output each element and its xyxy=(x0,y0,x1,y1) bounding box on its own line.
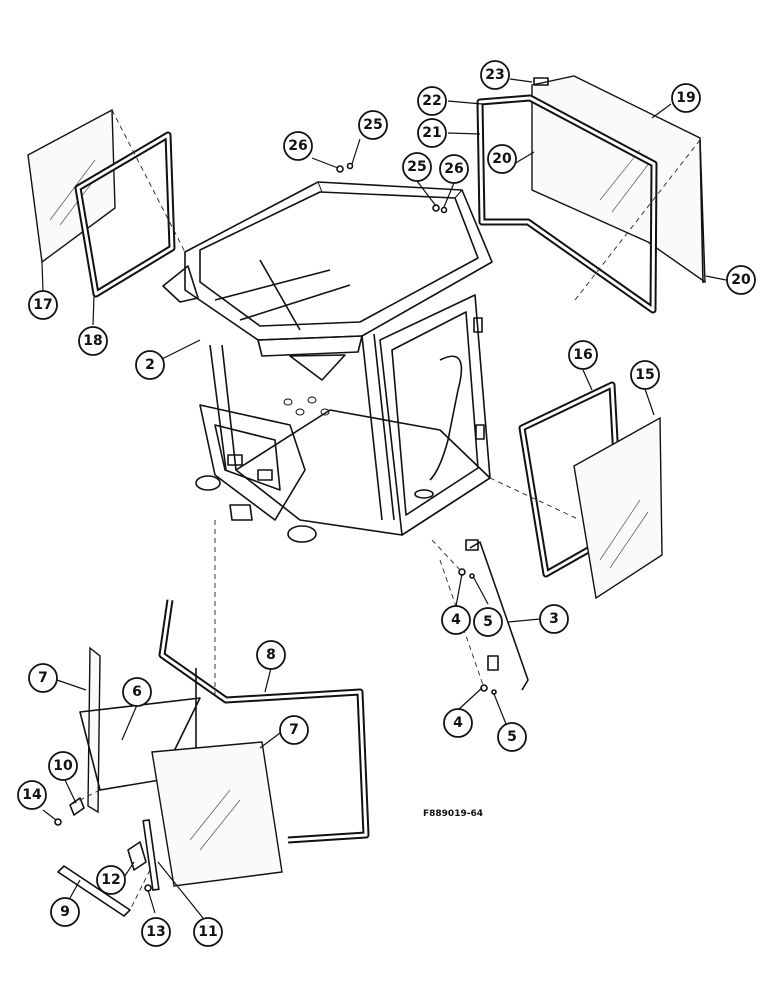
callout-15: 15 xyxy=(630,360,660,390)
callout-19: 19 xyxy=(671,83,701,113)
svg-text:5: 5 xyxy=(483,614,493,630)
callout-22: 22 xyxy=(417,86,447,116)
svg-text:10: 10 xyxy=(53,758,73,774)
callout-2: 2 xyxy=(135,350,165,380)
callout-5: 5 xyxy=(473,607,503,637)
rear-decal xyxy=(533,77,549,86)
callout-23: 23 xyxy=(480,60,510,90)
callout-26: 26 xyxy=(283,131,313,161)
svg-text:4: 4 xyxy=(451,612,461,628)
callout-10: 10 xyxy=(48,751,78,781)
roof-screw xyxy=(336,165,344,173)
left-window-glass xyxy=(27,108,116,264)
rear-screw xyxy=(432,204,440,212)
callout-5: 5 xyxy=(497,722,527,752)
rear-window-gasket xyxy=(476,94,658,314)
leader-lines xyxy=(41,78,727,919)
svg-text:11: 11 xyxy=(198,924,217,940)
svg-text:3: 3 xyxy=(549,611,559,627)
svg-text:12: 12 xyxy=(101,872,120,888)
callout-25: 25 xyxy=(358,110,388,140)
svg-text:4: 4 xyxy=(453,715,463,731)
right-window-glass xyxy=(573,416,663,600)
cab-frame xyxy=(162,181,493,543)
callout-17: 17 xyxy=(28,290,58,320)
rear-washer xyxy=(440,206,448,214)
svg-text:5: 5 xyxy=(507,729,517,745)
svg-text:8: 8 xyxy=(266,647,276,663)
svg-text:26: 26 xyxy=(288,138,307,154)
svg-text:26: 26 xyxy=(444,161,463,177)
svg-text:20: 20 xyxy=(492,151,512,167)
callout-6: 6 xyxy=(122,677,152,707)
callout-20: 20 xyxy=(487,144,517,174)
callout-25: 25 xyxy=(402,152,432,182)
svg-text:21: 21 xyxy=(422,125,441,141)
left-window-gasket xyxy=(74,131,176,298)
svg-text:22: 22 xyxy=(422,93,441,109)
svg-text:18: 18 xyxy=(83,333,102,349)
figure-code: F889019-64 xyxy=(423,809,483,819)
callout-9: 9 xyxy=(50,897,80,927)
alignment-lines xyxy=(69,109,701,911)
svg-text:2: 2 xyxy=(145,357,155,373)
callout-4: 4 xyxy=(443,708,473,738)
svg-text:23: 23 xyxy=(485,67,504,83)
front-lower-glass xyxy=(151,741,283,887)
callout-21: 21 xyxy=(417,118,447,148)
callout-8: 8 xyxy=(256,640,286,670)
callout-3: 3 xyxy=(539,604,569,634)
callout-13: 13 xyxy=(141,917,171,947)
svg-text:16: 16 xyxy=(573,347,592,363)
callout-14: 14 xyxy=(17,780,47,810)
callout-16: 16 xyxy=(568,340,598,370)
callout-18: 18 xyxy=(78,326,108,356)
callout-7: 7 xyxy=(28,663,58,693)
svg-text:17: 17 xyxy=(33,297,52,313)
rear-window-glass xyxy=(531,75,706,284)
svg-text:9: 9 xyxy=(60,904,70,920)
svg-text:25: 25 xyxy=(407,159,426,175)
front-upper-glass xyxy=(87,646,101,814)
callout-11: 11 xyxy=(193,917,223,947)
svg-text:6: 6 xyxy=(132,684,142,700)
callout-26: 26 xyxy=(439,154,469,184)
svg-text:19: 19 xyxy=(676,90,695,106)
callout-12: 12 xyxy=(96,865,126,895)
svg-text:7: 7 xyxy=(289,722,299,738)
callout-20: 20 xyxy=(726,265,756,295)
svg-text:25: 25 xyxy=(363,117,382,133)
callout-7: 7 xyxy=(279,715,309,745)
svg-text:7: 7 xyxy=(38,670,48,686)
svg-text:20: 20 xyxy=(731,272,751,288)
svg-text:15: 15 xyxy=(635,367,654,383)
rear-seal-strip xyxy=(699,139,704,284)
svg-text:14: 14 xyxy=(22,787,42,803)
roof-washer xyxy=(346,162,354,170)
callout-4: 4 xyxy=(441,605,471,635)
svg-text:13: 13 xyxy=(146,924,165,940)
glass-hardware xyxy=(54,797,160,917)
